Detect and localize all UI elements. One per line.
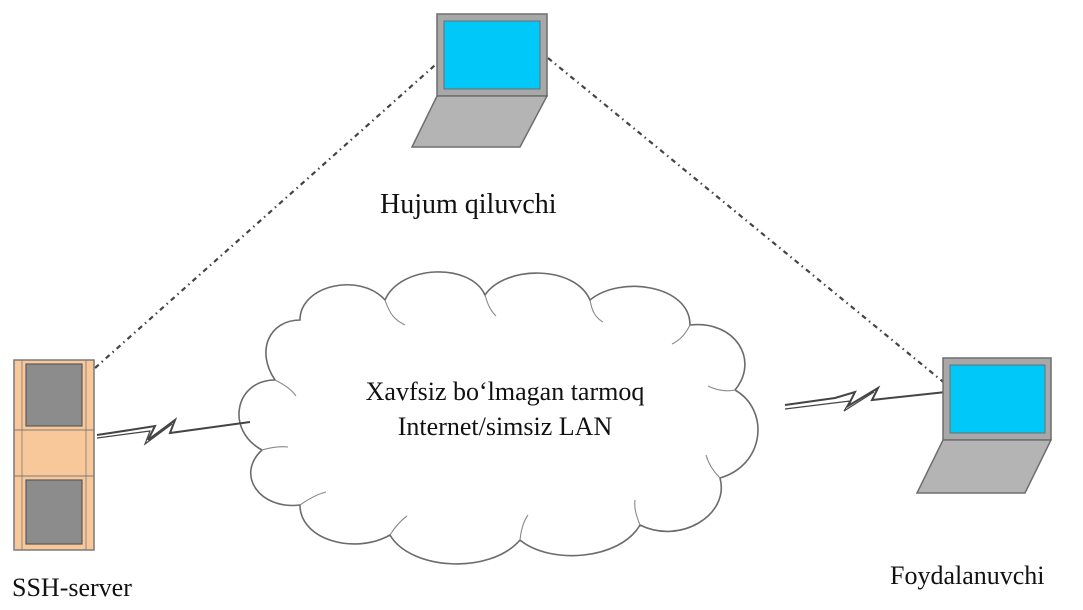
network-label-line2: Internet/simsiz LAN xyxy=(397,411,613,441)
link-cloud-user xyxy=(784,385,947,409)
attacker-label: Hujum qiluvchi xyxy=(380,189,557,220)
network-label: Xavfsiz bo‘lmagan tarmoq Internet/simsiz… xyxy=(255,375,755,444)
attacker-laptop-icon xyxy=(410,13,549,148)
attack-line-server xyxy=(94,57,444,369)
server-rack-icon xyxy=(13,359,95,551)
link-server-cloud-2 xyxy=(96,423,173,446)
network-label-line1: Xavfsiz bo‘lmagan tarmoq xyxy=(365,377,645,406)
cloud-icon xyxy=(238,271,759,565)
link-server-cloud xyxy=(96,417,251,441)
user-label: Foydalanuvchi xyxy=(890,561,1045,590)
attack-line-user xyxy=(547,57,948,386)
link-cloud-user-2 xyxy=(784,391,875,412)
cloud-inner-lines xyxy=(261,294,736,541)
user-laptop-icon xyxy=(915,357,1053,494)
ssh-server-label: SSH-server xyxy=(12,573,132,602)
